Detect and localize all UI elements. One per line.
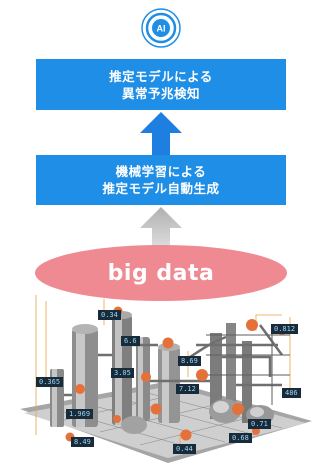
up-arrow-icon [140,207,182,252]
up-arrow-icon [140,112,182,155]
ai-label: AI [157,24,166,34]
sensor-value-label: 7.12 [176,384,199,394]
sensor-value-label: 0.68 [229,433,252,443]
sensor-value-label: 0.44 [173,444,196,454]
sensor-value-label: 0.365 [36,377,64,387]
ai-circle-icon: AI [141,8,181,48]
model-generation-line1: 機械学習による [115,164,207,179]
model-generation-line2: 推定モデル自動生成 [102,181,220,196]
anomaly-detection-line1: 推定モデルによる [109,68,213,84]
sensor-value-label: 3.05 [111,368,134,378]
big-data-label: big data [107,260,215,286]
sensor-value-label: 8.49 [71,437,94,447]
sensor-value-label: 1.969 [66,409,94,419]
model-generation-box: 機械学習による 推定モデル自動生成 [36,155,286,205]
sensor-value-label: 486 [282,388,301,398]
sensor-value-label: 0.71 [248,419,271,429]
anomaly-detection-box: 推定モデルによる 異常予兆検知 [36,59,286,110]
big-data-ellipse: big data [35,245,287,301]
industrial-plant-illustration [20,295,312,463]
sensor-value-label: 8.69 [178,356,201,366]
anomaly-detection-line2: 異常予兆検知 [121,85,200,101]
sensor-value-label: 0.34 [98,310,121,320]
sensor-value-label: 6.6 [121,336,140,346]
sensor-value-label: 0.812 [271,324,299,334]
